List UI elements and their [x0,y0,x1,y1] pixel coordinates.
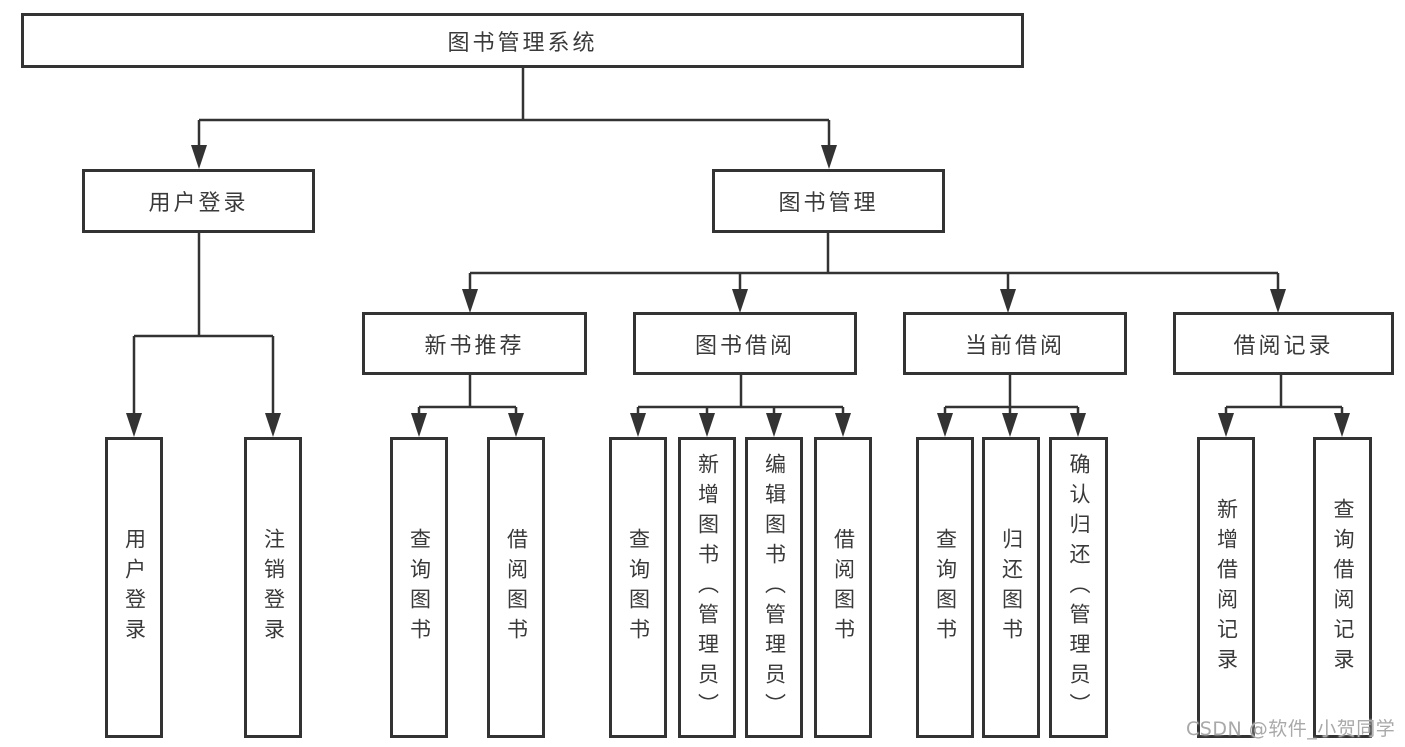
edge-current-to-children [943,375,1080,415]
node-query-books-borrow: 查询图书 [609,437,667,738]
node-label: 新增借阅记录 [1214,497,1239,678]
node-label: 当前借阅 [964,333,1065,359]
node-logout: 注销登录 [244,437,302,738]
node-label: 图书管理系统 [447,30,598,56]
node-label: 借阅图书 [504,527,529,648]
node-confirm-return-admin: 确认归还（管理员） [1049,437,1108,738]
node-label: 借阅记录 [1233,333,1334,359]
node-borrow-books: 借阅图书 [814,437,872,738]
edge-borrow-to-children [636,375,845,415]
edge-root-to-level2 [197,68,831,147]
node-label: 用户登录 [122,527,147,648]
node-label: 新书推荐 [424,333,525,359]
node-label: 新增图书（管理员） [695,452,720,723]
node-label: 图书管理 [778,191,879,216]
node-book-management-module: 图书管理 [712,169,945,233]
node-add-books-admin: 新增图书（管理员） [678,437,736,738]
node-query-books-current: 查询图书 [916,437,974,738]
node-label: 借阅图书 [831,527,856,648]
node-query-books-recommend: 查询图书 [390,437,448,738]
node-new-book-recommend: 新书推荐 [362,312,587,375]
arrowheads [126,145,1350,437]
node-label: 归还图书 [999,527,1024,648]
node-borrowing-records: 借阅记录 [1173,312,1394,375]
node-add-borrow-record: 新增借阅记录 [1197,437,1255,738]
node-label: 图书借阅 [694,333,795,359]
node-book-borrowing: 图书借阅 [633,312,857,375]
node-return-books: 归还图书 [982,437,1040,738]
edge-newbook-to-children [417,375,518,415]
node-label: 用户登录 [148,191,249,216]
node-user-login-module: 用户登录 [82,169,315,233]
node-current-borrowing: 当前借阅 [903,312,1127,375]
node-root-system: 图书管理系统 [21,13,1024,68]
node-user-login: 用户登录 [105,437,163,738]
edge-bookmgmt-to-level3 [468,233,1280,291]
node-edit-books-admin: 编辑图书（管理员） [745,437,803,738]
csdn-watermark: CSDN @软件_小贺同学 [1186,718,1396,740]
node-label: 注销登录 [261,527,286,648]
node-label: 查询图书 [407,527,432,648]
node-label: 查询借阅记录 [1331,497,1355,678]
node-label: 查询图书 [626,527,651,648]
node-label: 确认归还（管理员） [1067,452,1091,723]
edge-login-to-children [132,233,275,415]
node-query-borrow-record: 查询借阅记录 [1313,437,1372,738]
node-label: 查询图书 [933,527,958,648]
node-label: 编辑图书（管理员） [762,452,787,723]
node-borrow-books-recommend: 借阅图书 [487,437,545,738]
edge-records-to-children [1224,375,1344,415]
